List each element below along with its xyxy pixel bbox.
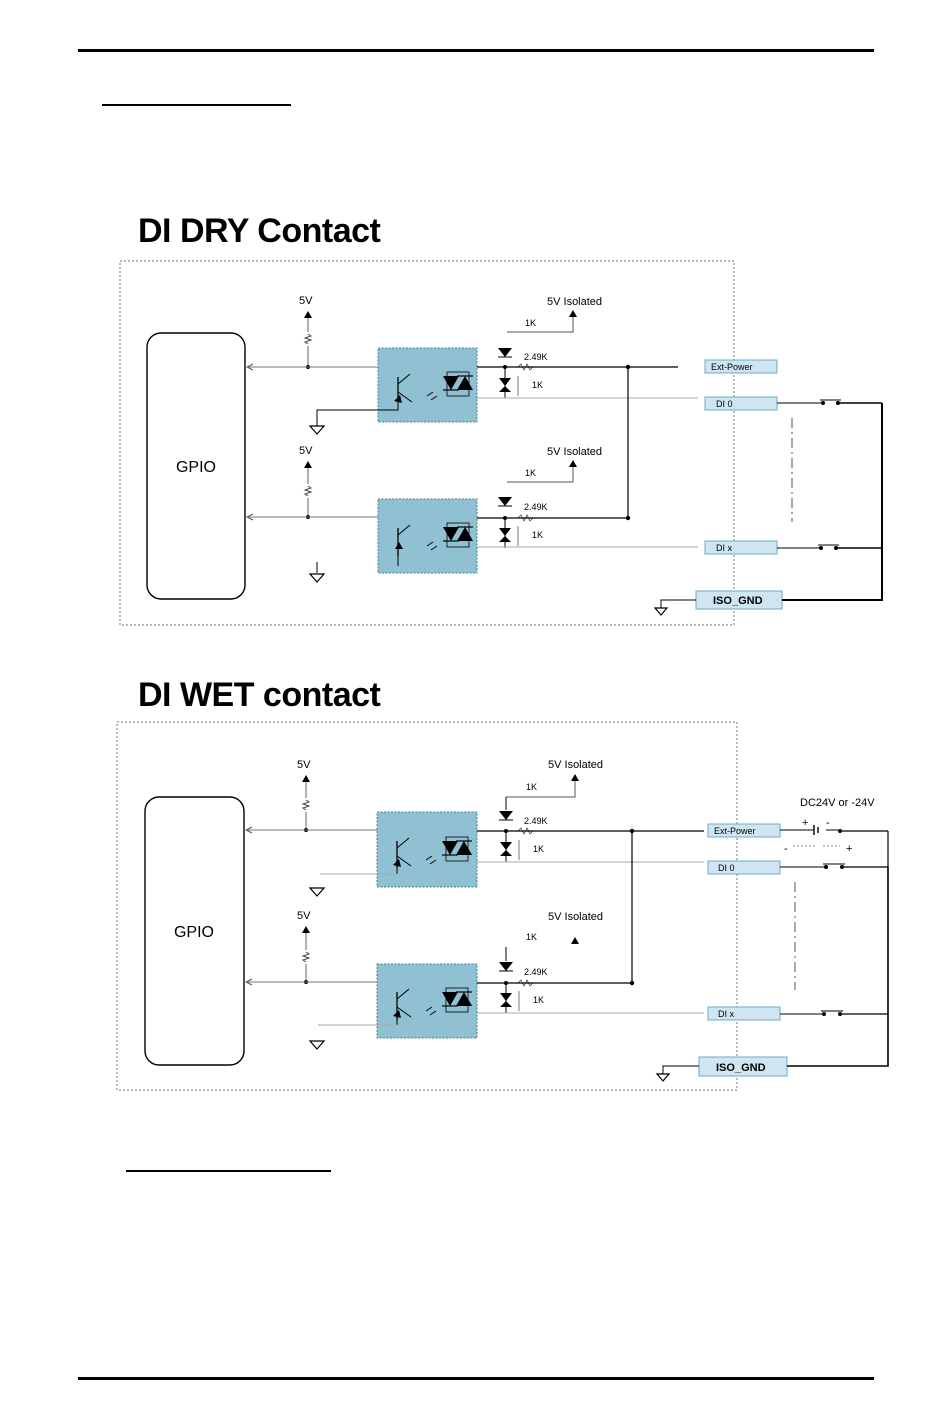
- dry-249k-label-chx: 2.49K: [524, 502, 548, 512]
- wet-di0-label: DI 0: [718, 863, 735, 873]
- wet-supply-plus-a: +: [802, 817, 808, 829]
- wet-pullup-resistor-ch0: [303, 800, 309, 810]
- dry-5v-arrow-ch0: [304, 311, 312, 318]
- wet-diode-a-ch0: [499, 811, 513, 820]
- wet-supply-label: DC24V or -24V: [800, 797, 875, 809]
- section-underline-bottom: [126, 1170, 331, 1172]
- wet-ground-symbol-chx: [310, 1041, 324, 1049]
- dry-ground-symbol-ch0: [310, 426, 324, 434]
- dry-contact-title: DI DRY Contact: [138, 212, 380, 251]
- wet-5v-isolated-label-ch0: 5V Isolated: [548, 759, 603, 771]
- dry-gpio-label: GPIO: [176, 459, 216, 476]
- dry-ground-symbol-chx: [310, 574, 324, 582]
- wet-supply-minus-b: -: [784, 843, 788, 855]
- dry-249k-label-ch0: 2.49K: [524, 352, 548, 362]
- wet-5v-label-ch0: 5V: [297, 759, 311, 771]
- wet-5v-isolated-label-chx: 5V Isolated: [548, 911, 603, 923]
- wet-ground-symbol-ch0: [310, 888, 324, 896]
- wet-5v-label-chx: 5V: [297, 910, 311, 922]
- wet-1k-label-b-ch0: 1K: [533, 844, 544, 854]
- dry-diode-a-ch0: [498, 348, 512, 357]
- wet-1k-label-b-chx: 1K: [533, 995, 544, 1005]
- wet-pullup-resistor-chx: [303, 952, 309, 962]
- wet-supply-plus-b: +: [846, 843, 852, 855]
- dry-iso-ground-symbol: [655, 608, 667, 615]
- wet-iso-gnd-label: ISO_GND: [716, 1062, 766, 1074]
- wet-249k-label-chx: 2.49K: [524, 967, 548, 977]
- dry-contact-diagram: GPIO 5V 5V Isolated 1K 2.49K 1K Ext-Powe…: [0, 255, 950, 635]
- wet-ext-power-label: Ext-Power: [714, 826, 756, 836]
- wet-contact-title: DI WET contact: [138, 676, 380, 715]
- dry-1k-label-a-ch0: 1K: [525, 318, 536, 328]
- wet-249k-label-ch0: 2.49K: [524, 816, 548, 826]
- dry-5v-isolated-label-ch0: 5V Isolated: [547, 296, 602, 308]
- wet-dix-label: DI x: [718, 1009, 735, 1019]
- wet-1k-label-a-chx: 1K: [526, 932, 537, 942]
- footer-rule: [78, 1377, 874, 1380]
- wet-diode-a-chx: [499, 962, 513, 971]
- wet-supply-minus-a: -: [826, 817, 830, 829]
- wet-iso-ground-symbol: [657, 1074, 669, 1081]
- dry-1k-label-b-ch0: 1K: [532, 380, 543, 390]
- dry-1k-label-a-chx: 1K: [525, 468, 536, 478]
- dry-di0-label: DI 0: [716, 399, 733, 409]
- section-underline-top: [102, 104, 291, 106]
- dry-5v-isolated-label-chx: 5V Isolated: [547, 446, 602, 458]
- wet-gpio-label: GPIO: [174, 924, 214, 941]
- dry-5v-label-chx: 5V: [299, 445, 313, 457]
- dry-dix-label: DI x: [716, 543, 733, 553]
- dry-pullup-resistor-ch0: [305, 334, 311, 344]
- dry-diode-a-chx: [498, 497, 512, 506]
- dry-iso-gnd-label: ISO_GND: [713, 595, 763, 607]
- dry-ext-power-label: Ext-Power: [711, 362, 753, 372]
- dry-5v-label-ch0: 5V: [299, 295, 313, 307]
- dry-1k-label-b-chx: 1K: [532, 530, 543, 540]
- dry-pullup-resistor-chx: [305, 486, 311, 496]
- wet-contact-diagram: GPIO 5V 5V Isolated 1K 2.49K 1K Ext-Powe…: [0, 715, 950, 1100]
- wet-1k-label-a-ch0: 1K: [526, 782, 537, 792]
- header-rule: [78, 49, 874, 52]
